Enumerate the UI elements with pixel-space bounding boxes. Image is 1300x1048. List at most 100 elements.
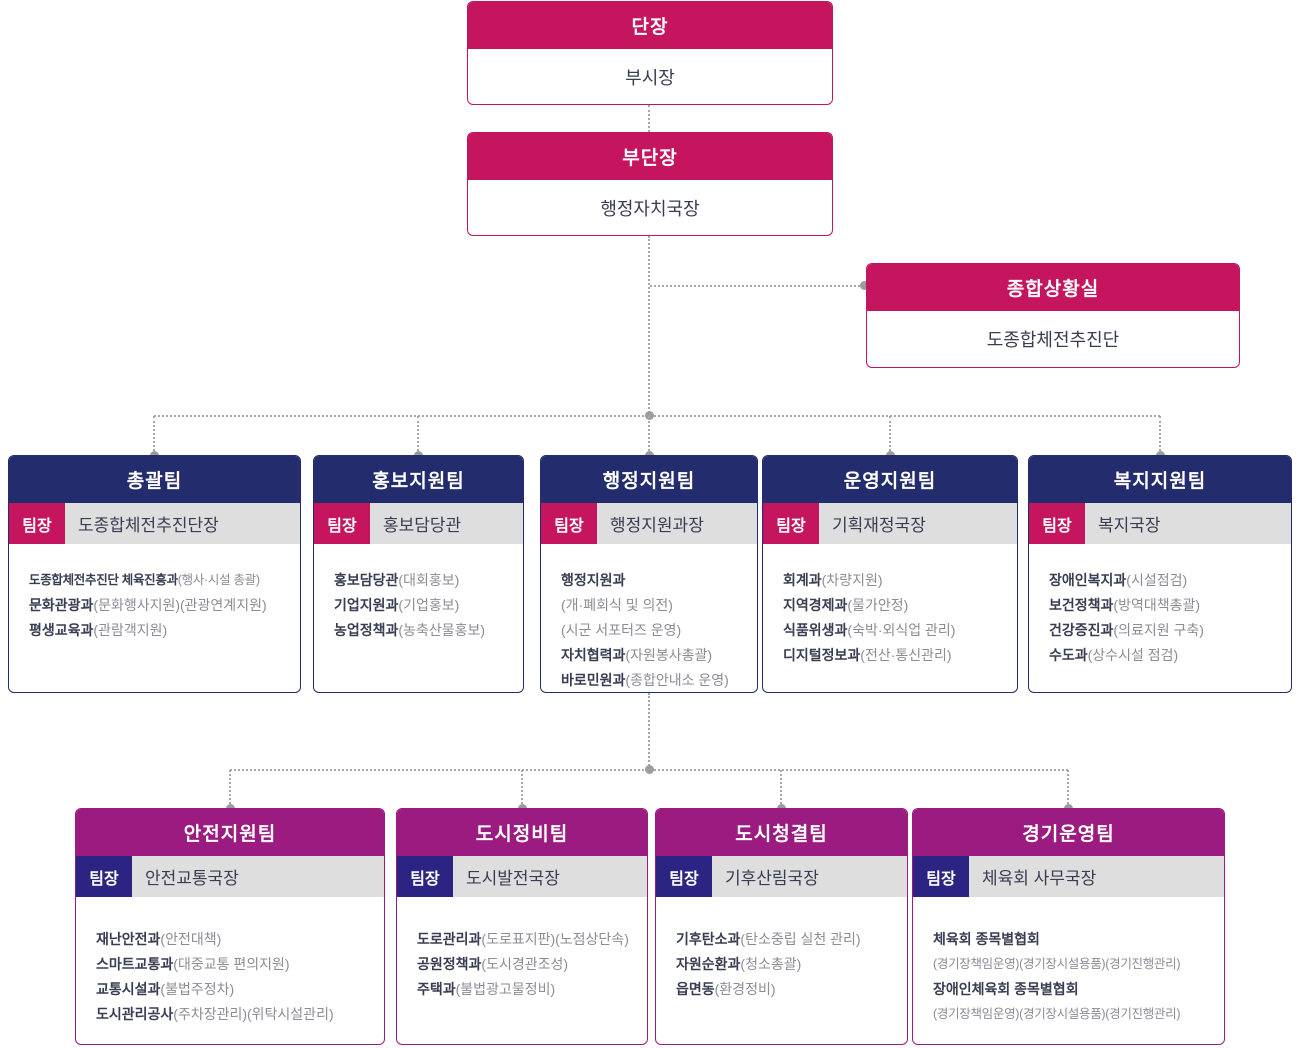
dept-item: 평생교육과(관람객지원) xyxy=(29,622,168,638)
team-gyeonggi: 경기운영팀 팀장 체육회 사무국장 체육회 종목별협회 (경기장책임운영)(경기… xyxy=(912,808,1225,1045)
dept-item: 기후탄소과(탄소중립 실천 관리) xyxy=(676,931,861,947)
node-title: 종합상황실 xyxy=(867,264,1239,311)
leader-name: 체육회 사무국장 xyxy=(969,856,1224,897)
team-bokji: 복지지원팀 팀장 복지국장 장애인복지과(시설점검) 보건정책과(방역대책총괄)… xyxy=(1028,455,1292,693)
connector-line xyxy=(1067,770,1069,808)
dept-item: 읍면동(환경정비) xyxy=(676,981,776,997)
leader-tag: 팀장 xyxy=(913,856,969,897)
team-unyeong: 운영지원팀 팀장 기획재정국장 회계과(차량지원) 지역경제과(물가안정) 식품… xyxy=(762,455,1018,693)
team-title: 운영지원팀 xyxy=(763,456,1017,503)
leader-tag: 팀장 xyxy=(397,856,453,897)
dept-item: 식품위생과(숙박·외식업 관리) xyxy=(783,622,956,638)
leader-tag: 팀장 xyxy=(76,856,132,897)
team-items: 체육회 종목별협회 (경기장책임운영)(경기장시설용품)(경기진행관리) 장애인… xyxy=(913,897,1224,1027)
connector-dot xyxy=(860,281,869,290)
dept-item: 행정지원과 xyxy=(561,572,626,588)
leader-name: 행정지원과장 xyxy=(597,503,757,544)
leader-name: 기획재정국장 xyxy=(819,503,1017,544)
dept-item: 장애인복지과(시설점검) xyxy=(1049,572,1188,588)
dept-item: 지역경제과(물가안정) xyxy=(783,597,909,613)
team-items: 홍보담당관(대회홍보) 기업지원과(기업홍보) 농업정책과(농축산물홍보) xyxy=(314,544,523,643)
team-leader-row: 팀장 행정지원과장 xyxy=(541,503,757,544)
node-body: 부시장 xyxy=(625,67,675,88)
team-title: 총괄팀 xyxy=(9,456,300,503)
leader-name: 복지국장 xyxy=(1085,503,1291,544)
dept-item: 회계과(차량지원) xyxy=(783,572,883,588)
dept-item: 공원정책과(도시경관조성) xyxy=(417,956,569,972)
connector-line xyxy=(229,770,231,808)
leader-name: 기후산림국장 xyxy=(712,856,907,897)
dept-item: 재난안전과(안전대책) xyxy=(96,931,222,947)
node-title: 단장 xyxy=(468,2,832,49)
dept-item: 체육회 종목별협회 xyxy=(933,931,1040,947)
org-node-danjang: 단장 부시장 xyxy=(467,1,833,105)
team-leader-row: 팀장 복지국장 xyxy=(1029,503,1291,544)
dept-item: 장애인체육회 종목별협회 xyxy=(933,981,1079,997)
team-leader-row: 팀장 도종합체전추진단장 xyxy=(9,503,300,544)
connector-line xyxy=(780,770,782,808)
connector-line xyxy=(417,416,419,455)
connector-dot xyxy=(645,411,654,420)
connector-dot xyxy=(645,765,654,774)
team-title: 복지지원팀 xyxy=(1029,456,1291,503)
connector-line xyxy=(1159,416,1161,455)
team-hongbo: 홍보지원팀 팀장 홍보담당관 홍보담당관(대회홍보) 기업지원과(기업홍보) 농… xyxy=(313,455,524,693)
dept-item: 도종합체전추진단 체육진흥과(행사·시설 총괄) xyxy=(29,573,260,587)
connector-line xyxy=(650,285,864,287)
team-chongwal: 총괄팀 팀장 도종합체전추진단장 도종합체전추진단 체육진흥과(행사·시설 총괄… xyxy=(8,455,301,693)
team-items: 기후탄소과(탄소중립 실천 관리) 자원순환과(청소총괄) 읍면동(환경정비) xyxy=(656,897,907,1002)
node-title: 부단장 xyxy=(468,133,832,180)
connector-line xyxy=(648,693,650,770)
connector-line xyxy=(521,770,523,808)
leader-name: 안전교통국장 xyxy=(132,856,384,897)
connector-line xyxy=(889,416,891,455)
team-items: 회계과(차량지원) 지역경제과(물가안정) 식품위생과(숙박·외식업 관리) 디… xyxy=(763,544,1017,668)
node-body: 도종합체전추진단 xyxy=(986,329,1120,350)
leader-tag: 팀장 xyxy=(314,503,370,544)
connector-line xyxy=(153,416,155,455)
team-title: 도시정비팀 xyxy=(397,809,647,856)
dept-item: (개·폐회식 및 의전) xyxy=(561,597,673,613)
team-items: 도로관리과(도로표지판)(노점상단속) 공원정책과(도시경관조성) 주택과(불법… xyxy=(397,897,647,1002)
team-haengjeong: 행정지원팀 팀장 행정지원과장 행정지원과 (개·폐회식 및 의전) (시군 서… xyxy=(540,455,758,693)
team-items: 재난안전과(안전대책) 스마트교통과(대중교통 편의지원) 교통시설과(불법주정… xyxy=(76,897,384,1027)
dept-item: (시군 서포터즈 운영) xyxy=(561,622,682,638)
org-node-situation-room: 종합상황실 도종합체전추진단 xyxy=(866,263,1240,368)
team-items: 장애인복지과(시설점검) 보건정책과(방역대책총괄) 건강증진과(의료지원 구축… xyxy=(1029,544,1291,668)
leader-name: 도시발전국장 xyxy=(453,856,647,897)
dept-item: 건강증진과(의료지원 구축) xyxy=(1049,622,1204,638)
team-title: 행정지원팀 xyxy=(541,456,757,503)
team-items: 도종합체전추진단 체육진흥과(행사·시설 총괄) 문화관광과(문화행사지원)(관… xyxy=(9,544,300,643)
team-anjeon: 안전지원팀 팀장 안전교통국장 재난안전과(안전대책) 스마트교통과(대중교통 … xyxy=(75,808,385,1045)
team-leader-row: 팀장 기후산림국장 xyxy=(656,856,907,897)
connector-line xyxy=(154,415,1160,417)
dept-item: 주택과(불법광고물정비) xyxy=(417,981,556,997)
team-title: 도시청결팀 xyxy=(656,809,907,856)
dept-item: 교통시설과(불법주정차) xyxy=(96,981,235,997)
dept-item: (경기장책임운영)(경기장시설용품)(경기진행관리) xyxy=(933,957,1181,971)
dept-item: 디지털정보과(전산·통신관리) xyxy=(783,647,952,663)
connector-line xyxy=(648,105,650,132)
dept-item: 기업지원과(기업홍보) xyxy=(334,597,460,613)
dept-item: 홍보담당관(대회홍보) xyxy=(334,572,460,588)
dept-item: 스마트교통과(대중교통 편의지원) xyxy=(96,956,290,972)
leader-name: 도종합체전추진단장 xyxy=(65,503,300,544)
team-title: 안전지원팀 xyxy=(76,809,384,856)
team-leader-row: 팀장 기획재정국장 xyxy=(763,503,1017,544)
team-leader-row: 팀장 체육회 사무국장 xyxy=(913,856,1224,897)
connector-line xyxy=(648,416,650,455)
team-title: 경기운영팀 xyxy=(913,809,1224,856)
team-leader-row: 팀장 안전교통국장 xyxy=(76,856,384,897)
dept-item: 수도과(상수시설 점검) xyxy=(1049,647,1179,663)
dept-item: 자치협력과(자원봉사총괄) xyxy=(561,647,713,663)
leader-tag: 팀장 xyxy=(541,503,597,544)
dept-item: 문화관광과(문화행사지원)(관광연계지원) xyxy=(29,597,267,613)
team-leader-row: 팀장 도시발전국장 xyxy=(397,856,647,897)
leader-tag: 팀장 xyxy=(9,503,65,544)
team-items: 행정지원과 (개·폐회식 및 의전) (시군 서포터즈 운영) 자치협력과(자원… xyxy=(541,544,757,692)
dept-item: 자원순환과(청소총괄) xyxy=(676,956,802,972)
leader-tag: 팀장 xyxy=(656,856,712,897)
leader-tag: 팀장 xyxy=(1029,503,1085,544)
org-node-budanjang: 부단장 행정자치국장 xyxy=(467,132,833,236)
node-body: 행정자치국장 xyxy=(600,198,700,219)
